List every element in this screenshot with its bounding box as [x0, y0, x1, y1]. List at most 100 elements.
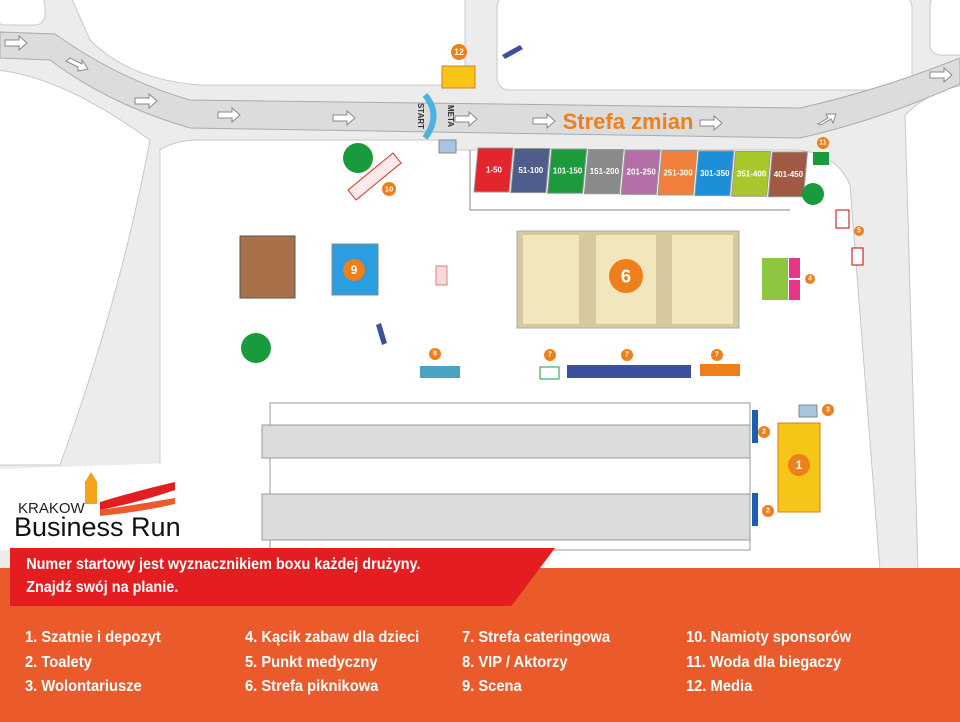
team-boxes: 1-50 51-100 101-150 151-200 201-250 251-300 30… — [473, 147, 808, 198]
team-box: 151-200 — [583, 149, 624, 195]
zone-marker-number: 11 — [819, 140, 827, 147]
banner-line-1: Numer startowy jest wyznacznikiem boxu k… — [26, 556, 421, 573]
zone-marker-badge — [762, 505, 774, 517]
legend-item: 1. Szatnie i depozyt — [25, 629, 161, 646]
tree — [802, 183, 824, 205]
zone-marker-badge — [805, 274, 815, 284]
team-box: 351-400 — [731, 151, 772, 197]
zone-marker-number: 10 — [385, 185, 394, 194]
legend-item: 4. Kącik zabaw dla dzieci — [245, 629, 420, 646]
team-box: 101-150 — [547, 148, 588, 194]
zone-marker-badge — [621, 349, 633, 361]
legend-item: 7. Strefa cateringowa — [462, 629, 611, 646]
zone-marker-badge — [822, 404, 834, 416]
team-box: 51-100 — [510, 148, 551, 194]
finish-label: META — [446, 105, 455, 127]
legend-col-2: 4. Kącik zabaw dla dzieci 5. Punkt medyc… — [245, 626, 434, 700]
logo-main: Business Run — [14, 512, 181, 542]
zone-marker-badge — [609, 259, 643, 293]
team-box-fill — [731, 151, 772, 197]
kids-corner — [762, 258, 788, 300]
catering-zone — [567, 365, 691, 378]
team-box-label: 401-450 — [774, 170, 804, 179]
zone-marker-number: 8 — [433, 351, 437, 358]
team-box-label: 351-400 — [737, 169, 767, 178]
zone-marker-number: 4 — [808, 276, 812, 283]
stage-backstage — [239, 235, 296, 299]
team-box: 1-50 — [473, 147, 514, 193]
team-box: 201-250 — [620, 149, 661, 195]
logo-graphic — [85, 472, 175, 516]
vip-zone — [420, 366, 460, 378]
team-box-fill — [620, 149, 661, 195]
team-box-fill — [473, 147, 514, 193]
team-box-label: 251-300 — [663, 168, 693, 177]
zone-marker-number: 7 — [548, 352, 552, 359]
zone-marker-number: 6 — [621, 266, 631, 287]
legend-item: 5. Punkt medyczny — [245, 653, 378, 671]
zone-marker-number: 1 — [796, 458, 803, 472]
zone-marker-number: 7 — [715, 352, 719, 359]
banner-line-2: Znajdź swój na planie. — [26, 579, 179, 596]
legend-item: 2. Toalety — [25, 653, 92, 671]
team-box-label: 51-100 — [518, 166, 543, 175]
legend-col-3: 7. Strefa cateringowa 8. VIP / Aktorzy 9… — [462, 626, 623, 700]
change-zone-title: Strefa zmian — [563, 109, 694, 134]
legend-item: 3. Wolontariusze — [25, 678, 142, 695]
team-box-label: 1-50 — [486, 166, 503, 175]
legend-item: 8. VIP / Aktorzy — [462, 653, 568, 671]
zone-marker-number: 12 — [454, 47, 464, 57]
team-box-label: 301-350 — [700, 169, 730, 178]
team-box: 251-300 — [657, 150, 698, 196]
tree — [241, 333, 271, 363]
zone-marker-number: 9 — [351, 263, 358, 277]
water-point — [813, 152, 829, 165]
team-box-fill — [547, 148, 588, 194]
team-box-fill — [583, 149, 624, 195]
team-box: 301-350 — [694, 150, 735, 197]
zone-marker-number: 5 — [857, 228, 861, 235]
zone-marker-badge — [854, 226, 864, 236]
zone-marker-number: 2 — [766, 508, 770, 515]
zone-marker-badge — [451, 44, 467, 60]
legend-item: 11. Woda dla biegaczy — [686, 653, 842, 671]
tree — [343, 143, 373, 173]
toilets — [752, 410, 758, 443]
zone-marker-number: 7 — [625, 352, 629, 359]
legend-col-4: 10. Namioty sponsorów 11. Woda dla biega… — [686, 626, 866, 700]
start-label: START — [416, 103, 425, 129]
logo-small: KRAKOW — [18, 500, 85, 517]
zone-marker-badge — [429, 348, 441, 360]
zone-marker-badge — [544, 349, 556, 361]
legend-item: 12. Media — [686, 678, 753, 695]
media-zone — [441, 65, 476, 89]
zone-marker-number: 2 — [762, 429, 766, 436]
sponsor-tents — [347, 152, 402, 201]
legend-item: 6. Strefa piknikowa — [245, 678, 379, 695]
toilets — [752, 493, 758, 526]
team-box-fill — [694, 150, 735, 197]
zone-markers: 12 10 9 6 11 5 4 8 7 7 7 3 2 2 1 — [343, 44, 864, 517]
zone-marker-number: 3 — [826, 407, 830, 414]
zone-marker-badge — [817, 137, 829, 149]
team-box-label: 201-250 — [627, 168, 657, 177]
zone-marker-badge — [711, 349, 723, 361]
legend-item: 10. Namioty sponsorów — [686, 629, 852, 646]
logo: KRAKOW Business Run — [0, 462, 205, 550]
team-box-label: 101-150 — [553, 167, 583, 176]
info-banner: Numer startowy jest wyznacznikiem boxu k… — [10, 548, 555, 606]
zone-marker-badge — [788, 454, 810, 476]
legend-col-1: 1. Szatnie i depozyt 2. Toalety 3. Wolon… — [25, 626, 173, 700]
team-box: 401-450 — [767, 151, 808, 198]
team-box-fill — [657, 150, 698, 196]
zone-marker-badge — [758, 426, 770, 438]
medical-point — [835, 209, 850, 229]
zone-marker-badge — [343, 259, 365, 281]
legend-item: 9. Scena — [462, 678, 522, 695]
team-box-label: 151-200 — [590, 167, 620, 176]
direction-arrows — [4, 34, 953, 132]
team-box-fill — [510, 148, 551, 194]
zone-marker-badge — [382, 182, 396, 196]
